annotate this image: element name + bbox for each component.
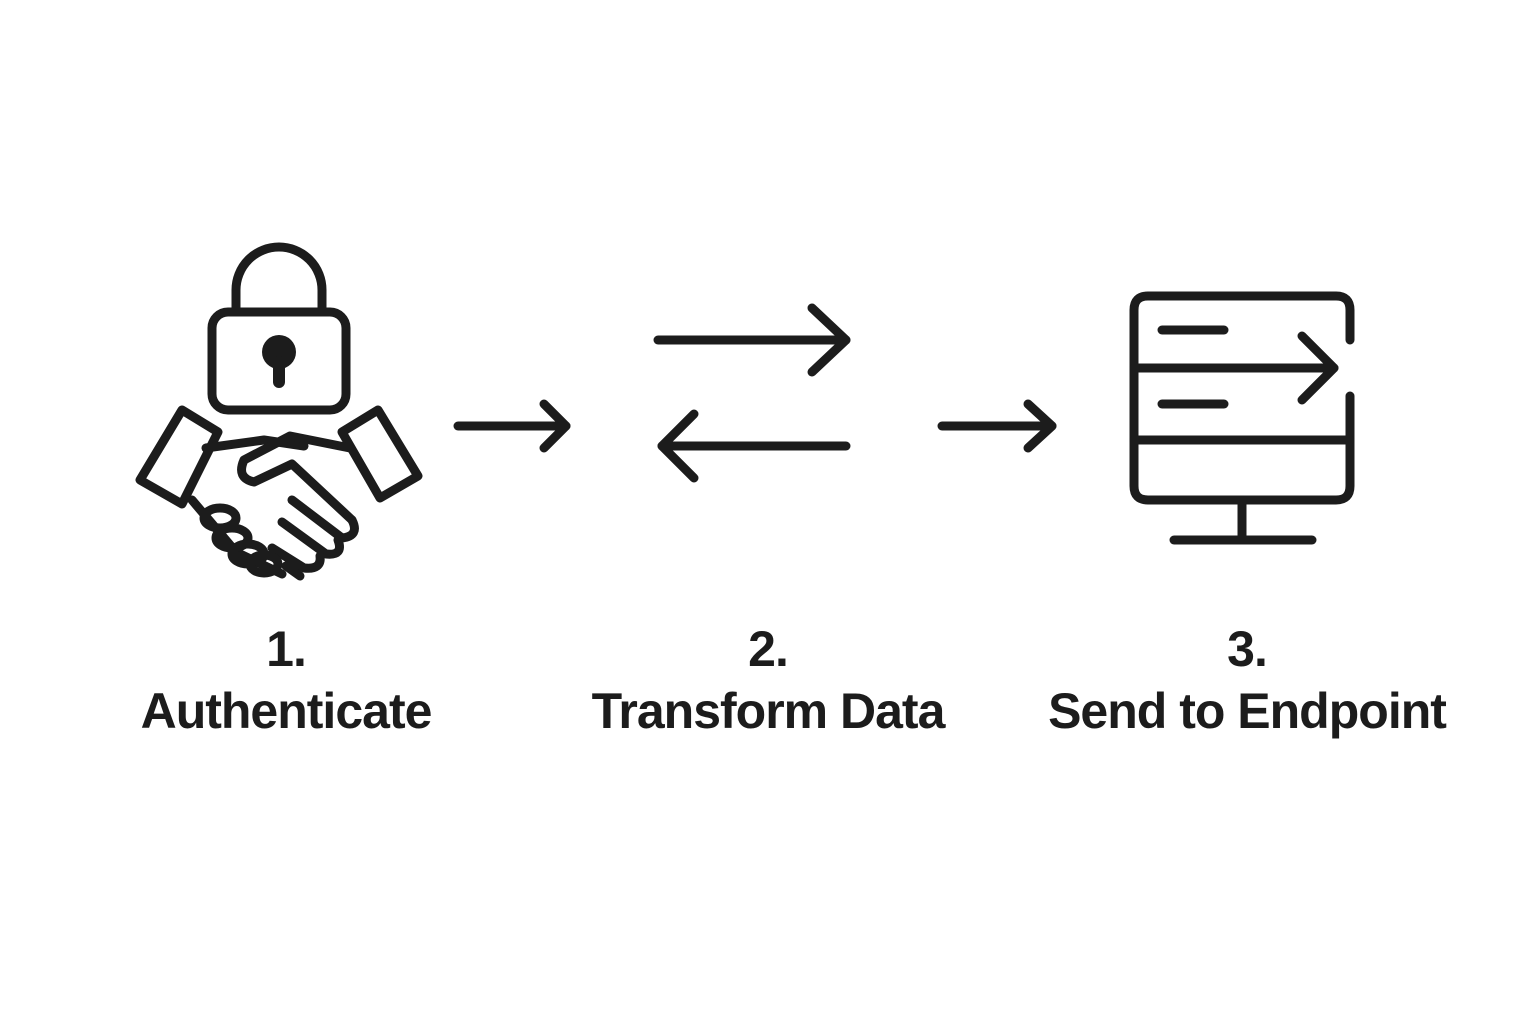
arrow-left-icon — [657, 409, 851, 483]
step-number: 3. — [1227, 621, 1268, 677]
arrow-right-icon — [453, 399, 571, 453]
step-title: Send to Endpoint — [1048, 683, 1447, 739]
step-2-label: 2. Transform Data — [568, 618, 968, 742]
step-1-label: 1. Authenticate — [86, 618, 486, 742]
padlock-icon — [207, 242, 351, 415]
bidirectional-arrows-icon — [653, 303, 851, 483]
arrow-right-icon — [653, 303, 851, 377]
arrow-right-icon — [937, 399, 1057, 453]
step-number: 2. — [748, 621, 789, 677]
lock-handshake-icon — [135, 242, 423, 581]
step-3-label: 3. Send to Endpoint — [1022, 618, 1472, 742]
handshake-icon — [135, 405, 423, 581]
step-title: Authenticate — [140, 683, 433, 739]
step-title: Transform Data — [591, 683, 946, 739]
step-number: 1. — [266, 621, 307, 677]
server-send-icon — [1129, 291, 1355, 545]
